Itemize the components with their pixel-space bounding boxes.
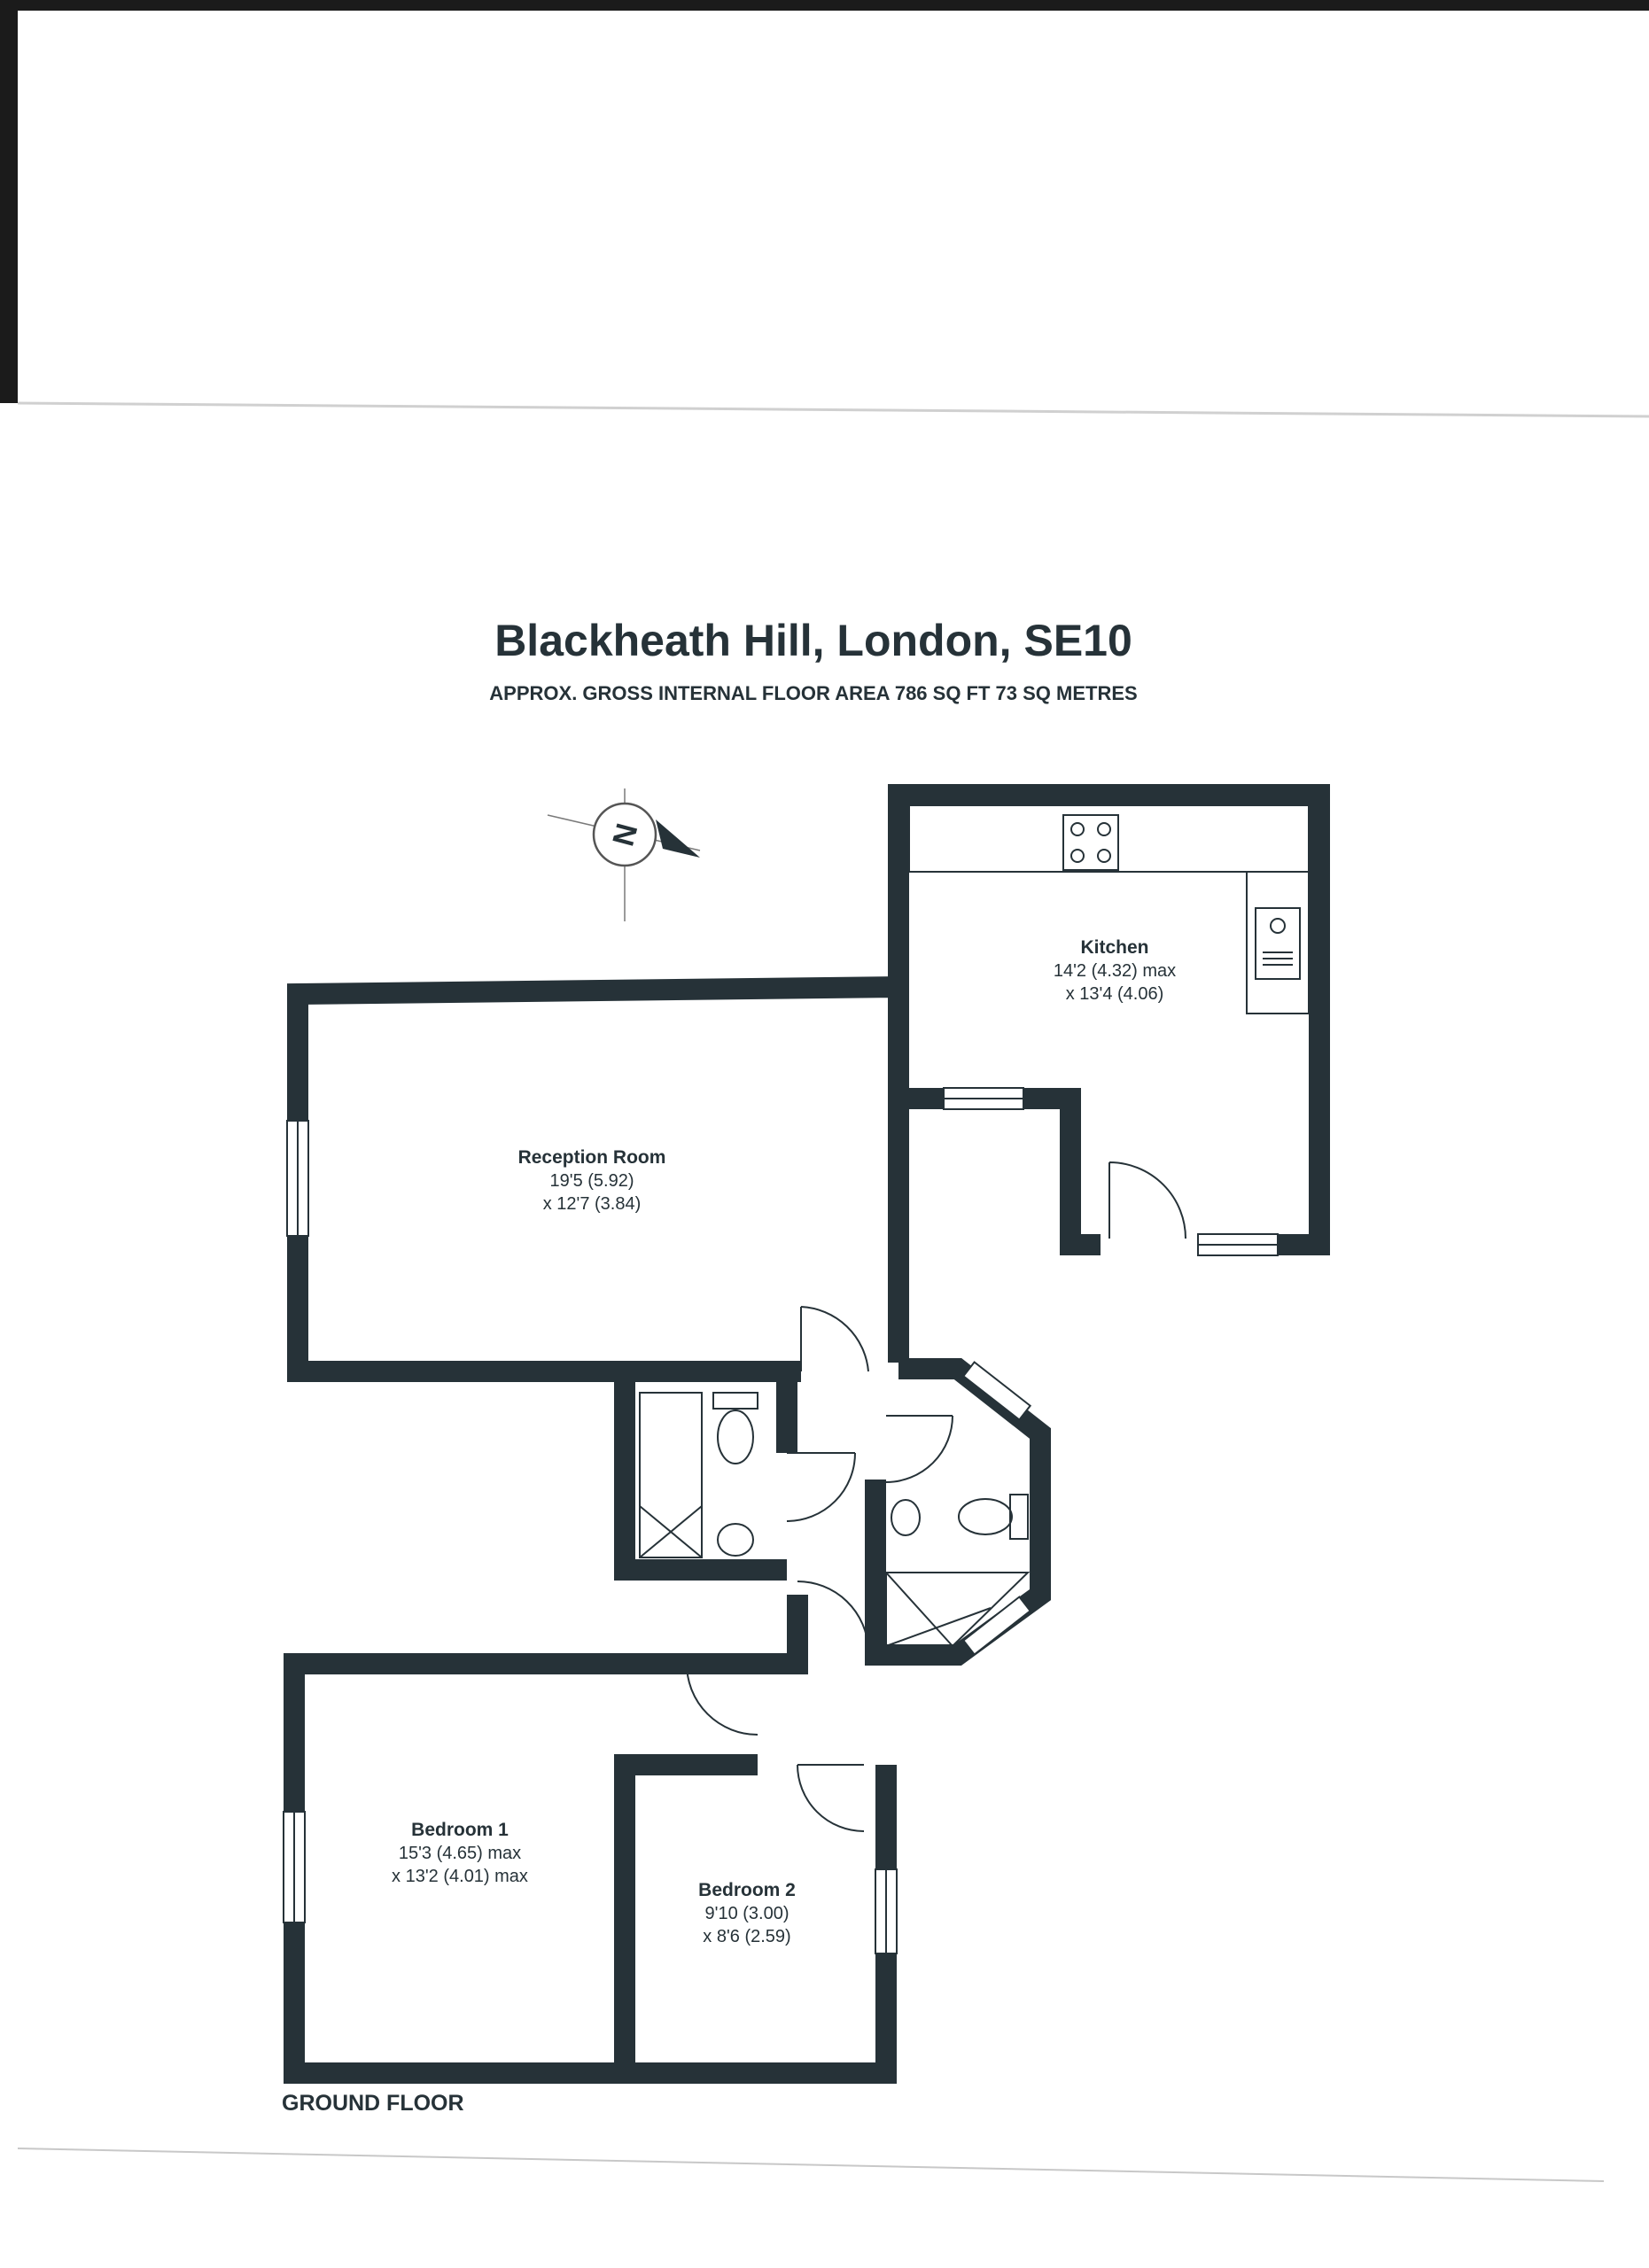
windows xyxy=(283,1087,1279,1954)
room-dimension: 14'2 (4.32) max xyxy=(1054,961,1176,981)
floor-label: GROUND FLOOR xyxy=(282,2091,464,2116)
door-kitchen xyxy=(1108,1161,1186,1239)
sink-icon xyxy=(1255,907,1301,980)
page-bottom-edge xyxy=(17,2148,1605,2182)
room-dimension: x 12'7 (3.84) xyxy=(543,1194,642,1214)
toilet-icon xyxy=(717,1410,754,1464)
window-ensuite-lower xyxy=(961,1596,1032,1656)
room-dimension: 15'3 (4.65) max xyxy=(399,1844,521,1863)
room-label-bedroom1: Bedroom 1 15'3 (4.65) max x 13'2 (4.01) … xyxy=(392,1820,528,1886)
walls xyxy=(284,784,1330,2084)
hob-icon xyxy=(1062,814,1119,871)
room-name: Reception Room xyxy=(518,1147,666,1168)
scan-edge-top xyxy=(0,0,1649,11)
room-name: Kitchen xyxy=(1080,937,1148,958)
room-dimension: x 13'2 (4.01) max xyxy=(392,1867,528,1886)
wall-ensuite-right xyxy=(865,1358,1051,1666)
ensuite-toilet-cistern-icon xyxy=(1009,1494,1029,1540)
wall-kitchen-reception xyxy=(888,784,1330,1255)
basin-icon xyxy=(717,1523,754,1557)
compass-ring xyxy=(592,802,657,867)
room-label-kitchen: Kitchen 14'2 (4.32) max x 13'4 (4.06) xyxy=(1054,937,1176,1004)
kitchen-counter-top xyxy=(908,804,1310,873)
window-ensuite-upper xyxy=(961,1361,1032,1421)
wall-bedroom1-outer xyxy=(284,1653,897,2084)
door-ensuite xyxy=(885,1415,953,1483)
toilet-cistern-icon xyxy=(712,1392,758,1410)
plan-title: Blackheath Hill, London, SE10 xyxy=(494,616,1132,665)
door-bedroom1 xyxy=(686,1663,758,1736)
fixtures xyxy=(639,804,1310,1647)
north-compass: N xyxy=(547,788,701,921)
bath-icon xyxy=(639,1392,703,1558)
plan-subtitle: APPROX. GROSS INTERNAL FLOOR AREA 786 SQ… xyxy=(489,682,1137,704)
wall-bedroom2-divider xyxy=(614,1754,758,2073)
room-dimension: 19'5 (5.92) xyxy=(550,1171,634,1191)
doors xyxy=(686,1161,1186,1832)
ensuite-basin-icon xyxy=(891,1499,921,1536)
kitchen-counter-side xyxy=(1246,871,1310,1014)
door-bathroom xyxy=(786,1452,856,1522)
wall-bedroom1-top-right xyxy=(758,1595,808,1674)
room-dimension: 9'10 (3.00) xyxy=(705,1904,789,1923)
room-dimension: x 13'4 (4.06) xyxy=(1066,984,1164,1004)
room-label-reception: Reception Room 19'5 (5.92) x 12'7 (3.84) xyxy=(518,1147,666,1214)
room-label-bedroom2: Bedroom 2 9'10 (3.00) x 8'6 (2.59) xyxy=(698,1880,796,1946)
door-hall xyxy=(797,1581,869,1651)
room-name: Bedroom 1 xyxy=(411,1820,509,1840)
door-bedroom2 xyxy=(797,1764,865,1832)
page-fold-line xyxy=(17,401,1649,418)
scan-edge-left xyxy=(0,0,18,403)
room-name: Bedroom 2 xyxy=(698,1880,796,1900)
compass-arrow-icon xyxy=(656,819,700,858)
room-dimension: x 8'6 (2.59) xyxy=(703,1927,790,1946)
door-reception xyxy=(800,1306,869,1372)
ensuite-toilet-icon xyxy=(958,1498,1013,1535)
wall-bathroom xyxy=(614,1371,787,1581)
wall-main-outer xyxy=(287,975,909,1382)
